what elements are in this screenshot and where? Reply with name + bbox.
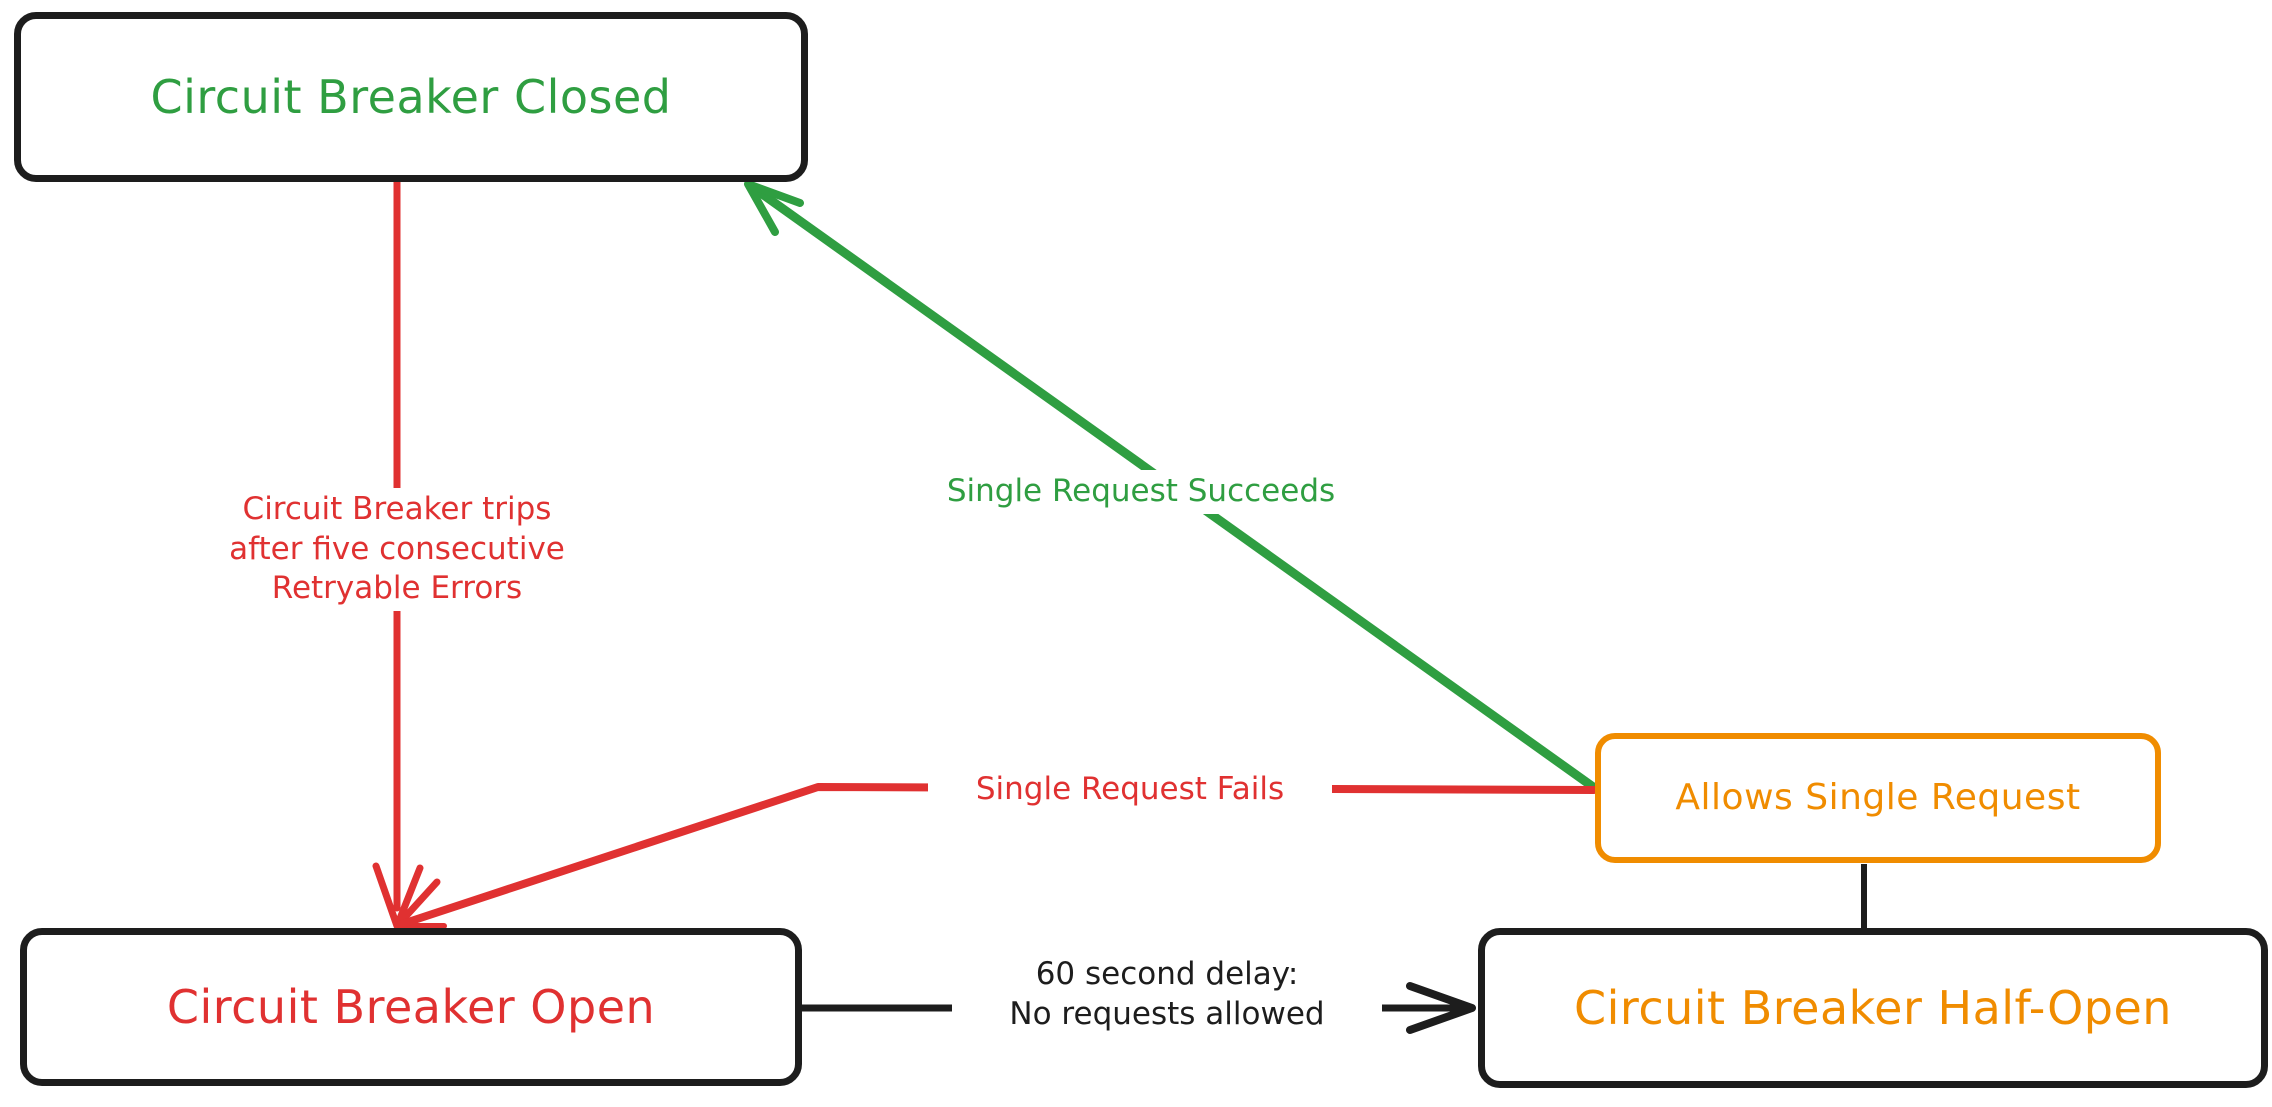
node-circuit-breaker-closed-label: Circuit Breaker Closed <box>150 69 672 124</box>
node-circuit-breaker-open[interactable]: Circuit Breaker Open <box>20 928 802 1086</box>
node-circuit-breaker-closed[interactable]: Circuit Breaker Closed <box>14 12 808 182</box>
edge-label-single-request-fails: Single Request Fails <box>928 768 1332 812</box>
node-circuit-breaker-half-open-label: Circuit Breaker Half-Open <box>1574 980 2172 1035</box>
node-allows-single-request-label: Allows Single Request <box>1675 777 2081 819</box>
edge-label-single-request-succeeds: Single Request Succeeds <box>906 470 1376 514</box>
edge-allows-to-open <box>395 783 1598 929</box>
edge-label-circuit-breaker-trips: Circuit Breaker trips after five consecu… <box>180 488 614 612</box>
edge-label-sixty-second-delay: 60 second delay: No requests allowed <box>952 953 1382 1037</box>
node-allows-single-request[interactable]: Allows Single Request <box>1595 733 2161 863</box>
node-circuit-breaker-half-open[interactable]: Circuit Breaker Half-Open <box>1478 928 2268 1088</box>
node-circuit-breaker-open-label: Circuit Breaker Open <box>166 979 656 1034</box>
